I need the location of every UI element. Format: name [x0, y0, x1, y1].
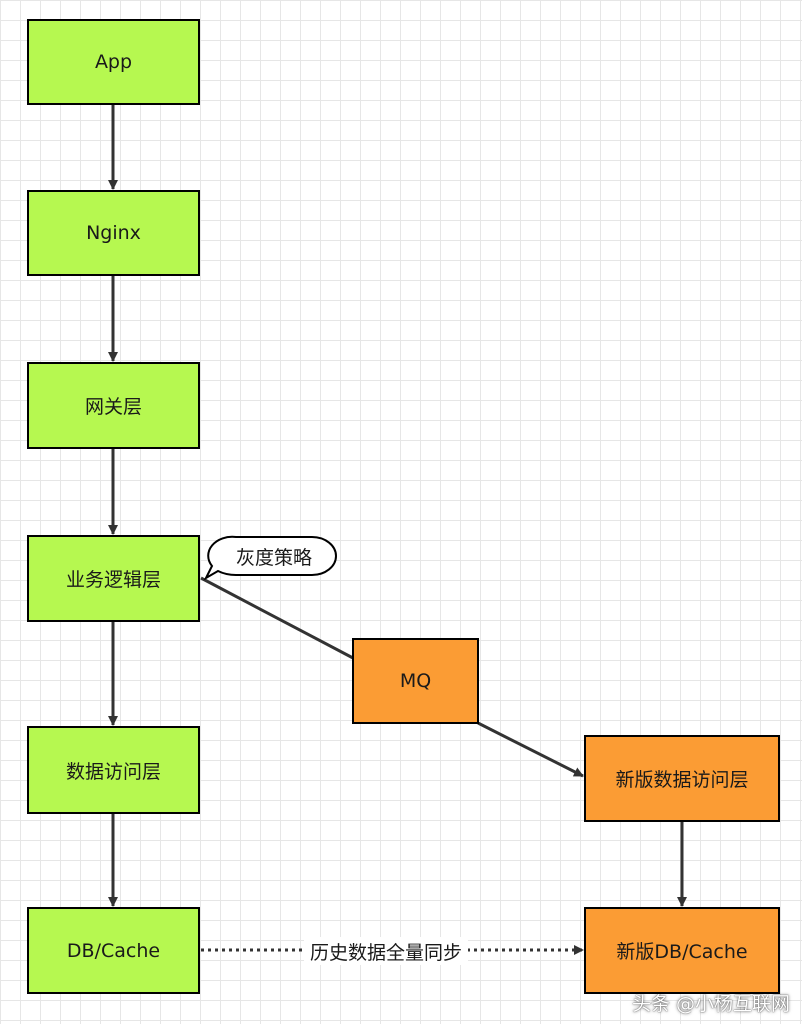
node-new-data-access-label: 新版数据访问层 — [615, 769, 749, 791]
callout-bubble — [203, 535, 337, 581]
line-business-to-mq — [200, 576, 354, 660]
node-gateway: 网关层 — [27, 362, 200, 449]
node-mq-label: MQ — [399, 670, 432, 692]
node-business-label: 业务逻辑层 — [65, 569, 161, 591]
node-nginx: Nginx — [27, 190, 200, 276]
node-nginx-label: Nginx — [86, 222, 141, 244]
node-app: App — [27, 19, 200, 105]
node-db-cache-label: DB/Cache — [66, 939, 161, 962]
arrow-mq-to-new-data-access — [477, 721, 584, 778]
node-gateway-label: 网关层 — [84, 396, 142, 418]
history-sync-label: 历史数据全量同步 — [304, 937, 469, 965]
node-new-db-cache-label: 新版DB/Cache — [616, 941, 748, 963]
node-new-db-cache: 新版DB/Cache — [584, 907, 780, 994]
watermark: 头条 @小杨互联网 — [631, 993, 790, 1015]
node-data-access: 数据访问层 — [27, 726, 200, 814]
node-mq: MQ — [352, 638, 479, 724]
node-app-label: App — [94, 51, 133, 73]
node-data-access-label: 数据访问层 — [65, 760, 161, 783]
node-new-data-access: 新版数据访问层 — [584, 735, 780, 822]
node-business: 业务逻辑层 — [27, 535, 200, 622]
node-db-cache: DB/Cache — [27, 907, 200, 994]
callout-text: 灰度策略 — [235, 546, 312, 569]
